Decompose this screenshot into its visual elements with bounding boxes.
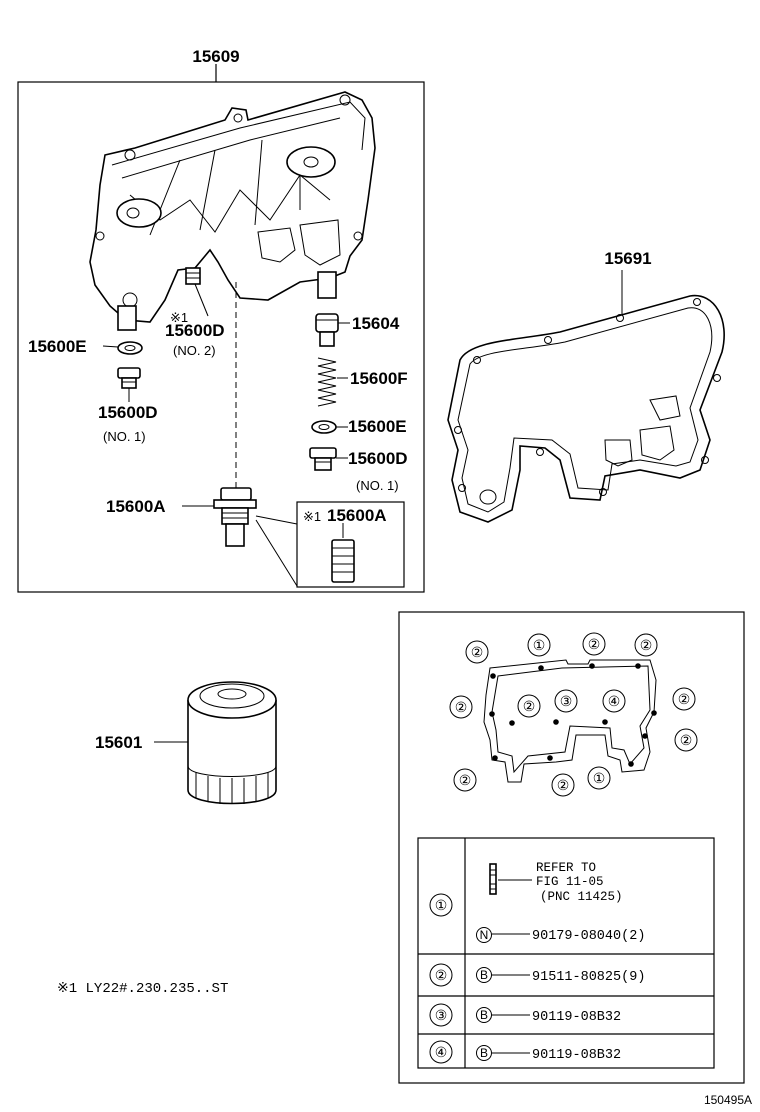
legend-row4-part: 90119-08B32 [532, 1048, 621, 1063]
badge-b-icon [476, 967, 492, 983]
bolt-markers: ② ① ② ② ② ② ③ ④ ② ② ② ② ① [449, 632, 698, 797]
marker: ② [449, 695, 473, 719]
callout-15600A: 15600A [106, 497, 166, 516]
oil-pump-body [89, 91, 376, 331]
callout-15600D-right: 15600D [348, 449, 408, 468]
inset-15600A-mark: ※1 [303, 509, 321, 524]
legend-key-4: ④ [435, 1044, 448, 1060]
callout-15600D-no2: 15600D [165, 321, 225, 340]
callout-15604: 15604 [352, 314, 400, 333]
svg-text:②: ② [459, 772, 472, 788]
callout-15600D-left: 15600D [98, 403, 158, 422]
valve-15604 [315, 313, 339, 347]
svg-text:②: ② [557, 777, 570, 793]
marker: ② [634, 633, 658, 657]
legend-row1-part: 90179-08040(2) [532, 929, 645, 944]
bolt-pattern-plate [483, 659, 657, 783]
callout-15609: 15609 [192, 47, 239, 66]
legend-row-1: ① REFER TO FIG 11-05 (PNC 11425) N 90179… [429, 861, 645, 944]
marker: ① [527, 633, 551, 657]
assembly-frame [17, 81, 425, 593]
marker: ④ [602, 689, 626, 713]
gasket-15691 [447, 294, 725, 523]
svg-text:②: ② [588, 636, 601, 652]
legend-key-3: ③ [435, 1007, 448, 1023]
legend-row-3: ③ B 90119-08B32 [429, 1003, 621, 1027]
legend-row1-pnc: (PNC 11425) [540, 890, 623, 904]
inset-15600A-label: 15600A [327, 506, 387, 525]
marker: ② [465, 640, 489, 664]
legend-row2-part: 91511-80825(9) [532, 970, 645, 985]
relief-valve-15600A [213, 487, 257, 547]
inset-leaders [255, 515, 298, 587]
svg-text:B: B [480, 1008, 488, 1022]
leader-15600E-left [102, 345, 119, 348]
badge-b-icon [476, 1045, 492, 1061]
marker: ② [551, 773, 575, 797]
marker: ② [582, 632, 606, 656]
svg-text:①: ① [533, 637, 546, 653]
spring-15600F [317, 357, 337, 407]
badge-b-icon [476, 1007, 492, 1023]
callout-15600F: 15600F [350, 369, 408, 388]
stud-icon [489, 863, 497, 895]
callout-15600E-left: 15600E [28, 337, 87, 356]
legend-row-2: ② B 91511-80825(9) [429, 963, 645, 987]
marker: ② [674, 728, 698, 752]
callout-15600D-left-sub: (NO. 1) [103, 429, 146, 444]
svg-text:②: ② [680, 732, 693, 748]
svg-text:②: ② [678, 691, 691, 707]
legend-key-1: ① [435, 897, 448, 913]
oil-filter-15601 [187, 681, 277, 805]
marker: ② [672, 687, 696, 711]
marker: ① [587, 766, 611, 790]
marker: ③ [554, 689, 578, 713]
svg-text:②: ② [471, 644, 484, 660]
svg-text:④: ④ [608, 693, 621, 709]
marker: ② [453, 768, 477, 792]
footnote: ※1 LY22#.230.235..ST [57, 981, 228, 997]
legend-row3-part: 90119-08B32 [532, 1010, 621, 1025]
marker: ② [517, 694, 541, 718]
inset-valve [331, 539, 355, 583]
callout-15600D-right-sub: (NO. 1) [356, 478, 399, 493]
svg-text:B: B [480, 968, 488, 982]
callout-15600D-no2-sub: (NO. 2) [173, 343, 216, 358]
svg-text:N: N [480, 928, 489, 942]
svg-text:②: ② [640, 637, 653, 653]
svg-text:②: ② [523, 698, 536, 714]
svg-text:②: ② [455, 699, 468, 715]
callout-15600E-right: 15600E [348, 417, 407, 436]
legend-row-4: ④ B 90119-08B32 [429, 1040, 621, 1064]
leader-15600D-no2 [194, 283, 209, 317]
callout-15691: 15691 [604, 249, 651, 268]
inset-15600A-box [296, 501, 405, 588]
svg-text:B: B [480, 1046, 488, 1060]
legend-row1-fig: FIG 11-05 [536, 875, 604, 889]
mark-15600D-no2: ※1 [170, 310, 188, 325]
washer-15600E-right [311, 420, 337, 434]
plug-15600D-right [309, 447, 337, 471]
svg-text:①: ① [593, 770, 606, 786]
figure-code: 150495A [704, 1093, 752, 1107]
callout-15601: 15601 [95, 733, 142, 752]
legend-key-2: ② [435, 967, 448, 983]
plug-15600D-left [117, 367, 141, 389]
svg-text:③: ③ [560, 693, 573, 709]
washer-15600E-left [117, 341, 143, 355]
badge-n-icon [476, 927, 492, 943]
bolt-pattern-panel [398, 611, 745, 1084]
bolt-legend-table: ① REFER TO FIG 11-05 (PNC 11425) N 90179… [417, 837, 715, 1069]
legend-row1-refer: REFER TO [536, 861, 596, 875]
